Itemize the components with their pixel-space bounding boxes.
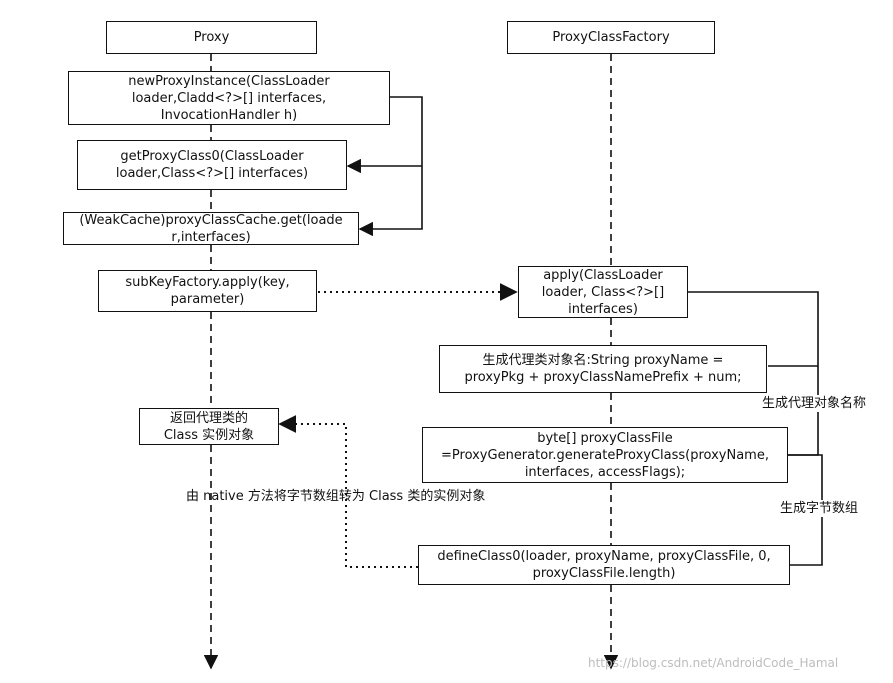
get-proxy-class0-box: getProxyClass0(ClassLoader loader,Class<… bbox=[77, 140, 347, 190]
weak-cache-get-text: (WeakCache)proxyClassCache.get(loade r,i… bbox=[79, 212, 343, 245]
gen-name-label: 生成代理对象名称 bbox=[762, 395, 867, 412]
call-bracket-left bbox=[346, 96, 423, 237]
proxy-header: Proxy bbox=[106, 21, 317, 54]
subkey-apply-text: subKeyFactory.apply(key, parameter) bbox=[125, 275, 290, 307]
gen-bytes-label: 生成字节数组 bbox=[780, 500, 859, 517]
get-proxy-class0-text: getProxyClass0(ClassLoader loader,Class<… bbox=[115, 149, 309, 181]
gen-bytes-box: byte[] proxyClassFile =ProxyGenerator.ge… bbox=[422, 427, 788, 483]
define-class-text: defineClass0(loader, proxyName, proxyCla… bbox=[437, 549, 771, 581]
gen-name-text: 生成代理类对象名:String proxyName = proxyPkg + p… bbox=[464, 353, 742, 385]
gen-name-box: 生成代理类对象名:String proxyName = proxyPkg + p… bbox=[439, 345, 767, 393]
new-proxy-instance-text: newProxyInstance(ClassLoader loader,Clad… bbox=[128, 73, 330, 123]
proxy-header-label: Proxy bbox=[193, 30, 230, 45]
factory-header: ProxyClassFactory bbox=[507, 21, 715, 54]
return-instance-box: 返回代理类的 Class 实例对象 bbox=[139, 408, 279, 445]
define-class-box: defineClass0(loader, proxyName, proxyCla… bbox=[418, 545, 790, 585]
native-note-label: 由 native 方法将字节数组转为 Class 类的实例对象 bbox=[186, 489, 486, 504]
watermark: https://blog.csdn.net/AndroidCode_Hamal bbox=[588, 656, 839, 670]
subkey-apply-box: subKeyFactory.apply(key, parameter) bbox=[98, 270, 317, 312]
apply-text: apply(ClassLoader loader, Class<?>[] int… bbox=[541, 267, 665, 317]
gen-bytes-text: byte[] proxyClassFile =ProxyGenerator.ge… bbox=[441, 430, 769, 480]
return-instance-text: 返回代理类的 Class 实例对象 bbox=[163, 410, 255, 443]
return-arrow bbox=[278, 415, 418, 568]
weak-cache-get-box: (WeakCache)proxyClassCache.get(loade r,i… bbox=[63, 212, 359, 245]
new-proxy-instance-box: newProxyInstance(ClassLoader loader,Clad… bbox=[68, 71, 390, 125]
apply-box: apply(ClassLoader loader, Class<?>[] int… bbox=[518, 266, 688, 318]
factory-header-label: ProxyClassFactory bbox=[552, 30, 670, 45]
bracket-gen-name bbox=[688, 291, 819, 367]
